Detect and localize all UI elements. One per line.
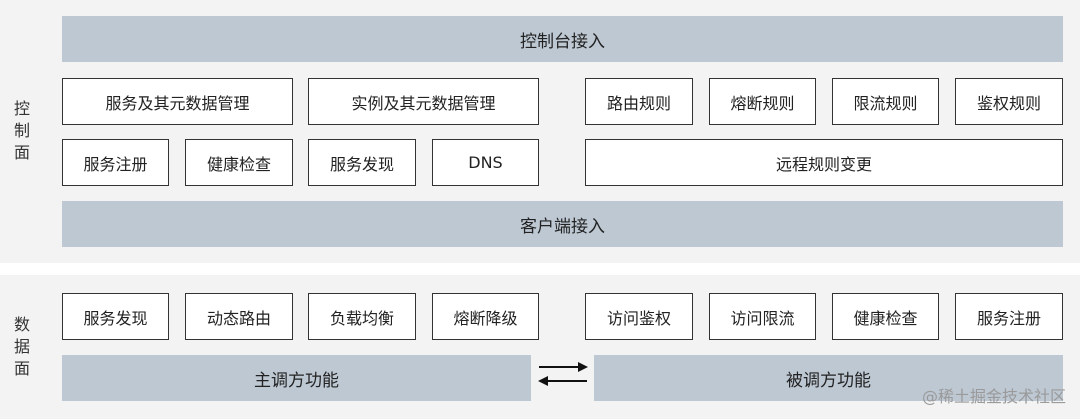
- data-plane-label: 数 据 面: [13, 315, 30, 378]
- control-plane-label: 控 制 面: [13, 99, 30, 162]
- service-registration-box: 服务注册: [62, 139, 169, 186]
- circuit-breaker-rule-box: 熔断规则: [709, 78, 816, 125]
- dp-service-discovery-box: 服务发现: [62, 293, 169, 340]
- dp-service-registration-box: 服务注册: [955, 293, 1063, 340]
- remote-rule-change-box: 远程规则变更: [585, 139, 1063, 186]
- client-access-bar: 客户端接入: [62, 201, 1063, 247]
- health-check-box: 健康检查: [185, 139, 293, 186]
- load-balancing-box: 负载均衡: [308, 293, 416, 340]
- auth-rule-box: 鉴权规则: [955, 78, 1063, 125]
- console-access-bar: 控制台接入: [62, 16, 1063, 62]
- service-discovery-box: 服务发现: [308, 139, 416, 186]
- dp-health-check-box: 健康检查: [832, 293, 939, 340]
- caller-function-bar: 主调方功能: [62, 355, 531, 401]
- service-metadata-mgmt-box: 服务及其元数据管理: [62, 78, 293, 125]
- access-rate-limit-box: 访问限流: [709, 293, 816, 340]
- watermark-text: @稀土掘金技术社区: [921, 387, 1066, 406]
- rate-limit-rule-box: 限流规则: [832, 78, 939, 125]
- bidirectional-arrows-icon: [538, 362, 588, 386]
- callee-function-bar: 被调方功能: [594, 355, 1063, 401]
- circuit-breaker-degrade-box: 熔断降级: [432, 293, 539, 340]
- access-auth-box: 访问鉴权: [585, 293, 693, 340]
- dns-box: DNS: [432, 139, 539, 186]
- routing-rule-box: 路由规则: [585, 78, 693, 125]
- instance-metadata-mgmt-box: 实例及其元数据管理: [308, 78, 539, 125]
- dynamic-routing-box: 动态路由: [185, 293, 293, 340]
